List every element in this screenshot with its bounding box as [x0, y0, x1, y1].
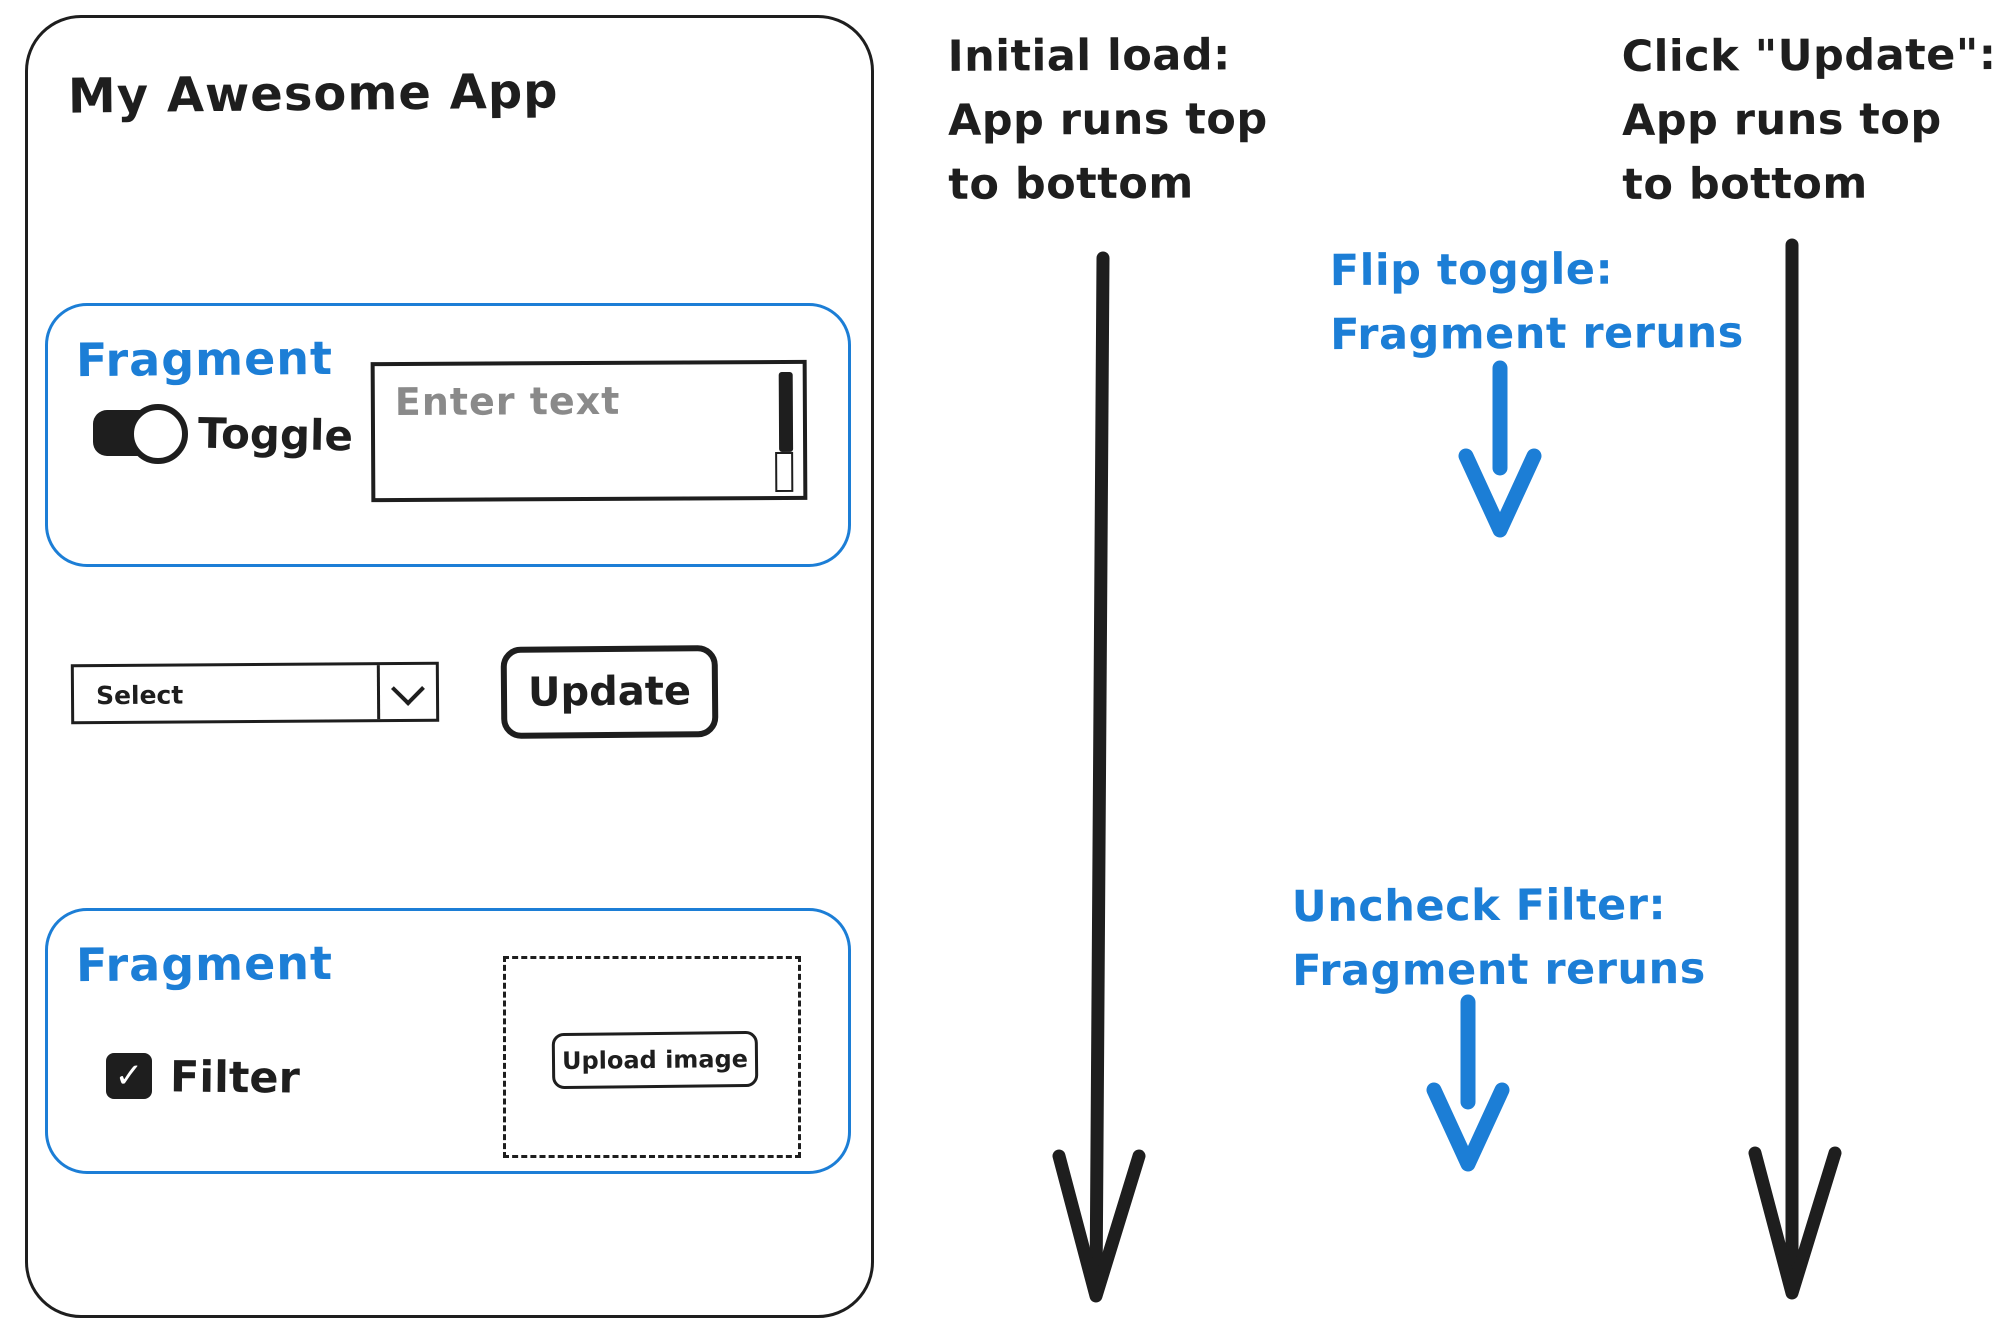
- upload-image-button[interactable]: Upload image: [551, 1030, 759, 1090]
- note-line: to bottom: [948, 158, 1194, 210]
- upload-dropzone[interactable]: Upload image: [503, 956, 801, 1158]
- note-line: App runs top: [947, 94, 1268, 146]
- toggle-label: Toggle: [197, 408, 354, 461]
- upload-image-button-label: Upload image: [561, 1045, 749, 1075]
- note-uncheck-filter: Uncheck Filter: Fragment reruns: [1292, 873, 1706, 1003]
- initial-load-arrow-icon: [1052, 251, 1146, 1303]
- note-click-update: Click "Update": App runs top to bottom: [1621, 23, 1997, 217]
- note-line: App runs top: [1621, 94, 1942, 146]
- select-dropdown[interactable]: Select: [70, 661, 440, 725]
- update-button[interactable]: Update: [500, 645, 719, 739]
- scrollbar-thumb[interactable]: [778, 371, 794, 453]
- select-value: Select: [95, 680, 184, 711]
- note-line: to bottom: [1622, 158, 1868, 210]
- note-flip-toggle: Flip toggle: Fragment reruns: [1330, 237, 1744, 367]
- uncheck-filter-arrow-icon: [1426, 994, 1510, 1172]
- click-update-arrow-icon: [1748, 238, 1842, 1300]
- text-input-placeholder: Enter text: [394, 378, 621, 425]
- note-initial-load: Initial load: App runs top to bottom: [947, 23, 1268, 217]
- app-window: My Awesome App Fragment Toggle Enter tex…: [25, 15, 874, 1318]
- fragment-bottom-label: Fragment: [75, 935, 334, 993]
- note-line: Click "Update":: [1621, 30, 1997, 82]
- fragment-box-top: Fragment Toggle Enter text: [45, 303, 851, 567]
- note-line: Uncheck Filter:: [1291, 880, 1667, 933]
- text-input[interactable]: Enter text: [370, 359, 808, 503]
- chevron-down-icon: [391, 671, 425, 706]
- check-icon: ✓: [114, 1056, 144, 1096]
- app-title: My Awesome App: [67, 63, 559, 125]
- update-button-label: Update: [527, 668, 692, 716]
- note-line: Fragment reruns: [1330, 307, 1744, 361]
- filter-checkbox-label: Filter: [169, 1052, 300, 1104]
- scrollbar-track[interactable]: [775, 451, 794, 493]
- select-arrow-section[interactable]: [376, 664, 437, 720]
- fragment-top-label: Fragment: [75, 330, 334, 388]
- toggle-knob-icon[interactable]: [128, 404, 188, 464]
- filter-checkbox[interactable]: ✓: [106, 1053, 152, 1099]
- fragment-box-bottom: Fragment ✓ Filter Upload image: [45, 908, 851, 1174]
- note-line: Flip toggle:: [1329, 244, 1614, 297]
- note-line: Initial load:: [947, 30, 1231, 82]
- flip-toggle-arrow-icon: [1458, 360, 1542, 538]
